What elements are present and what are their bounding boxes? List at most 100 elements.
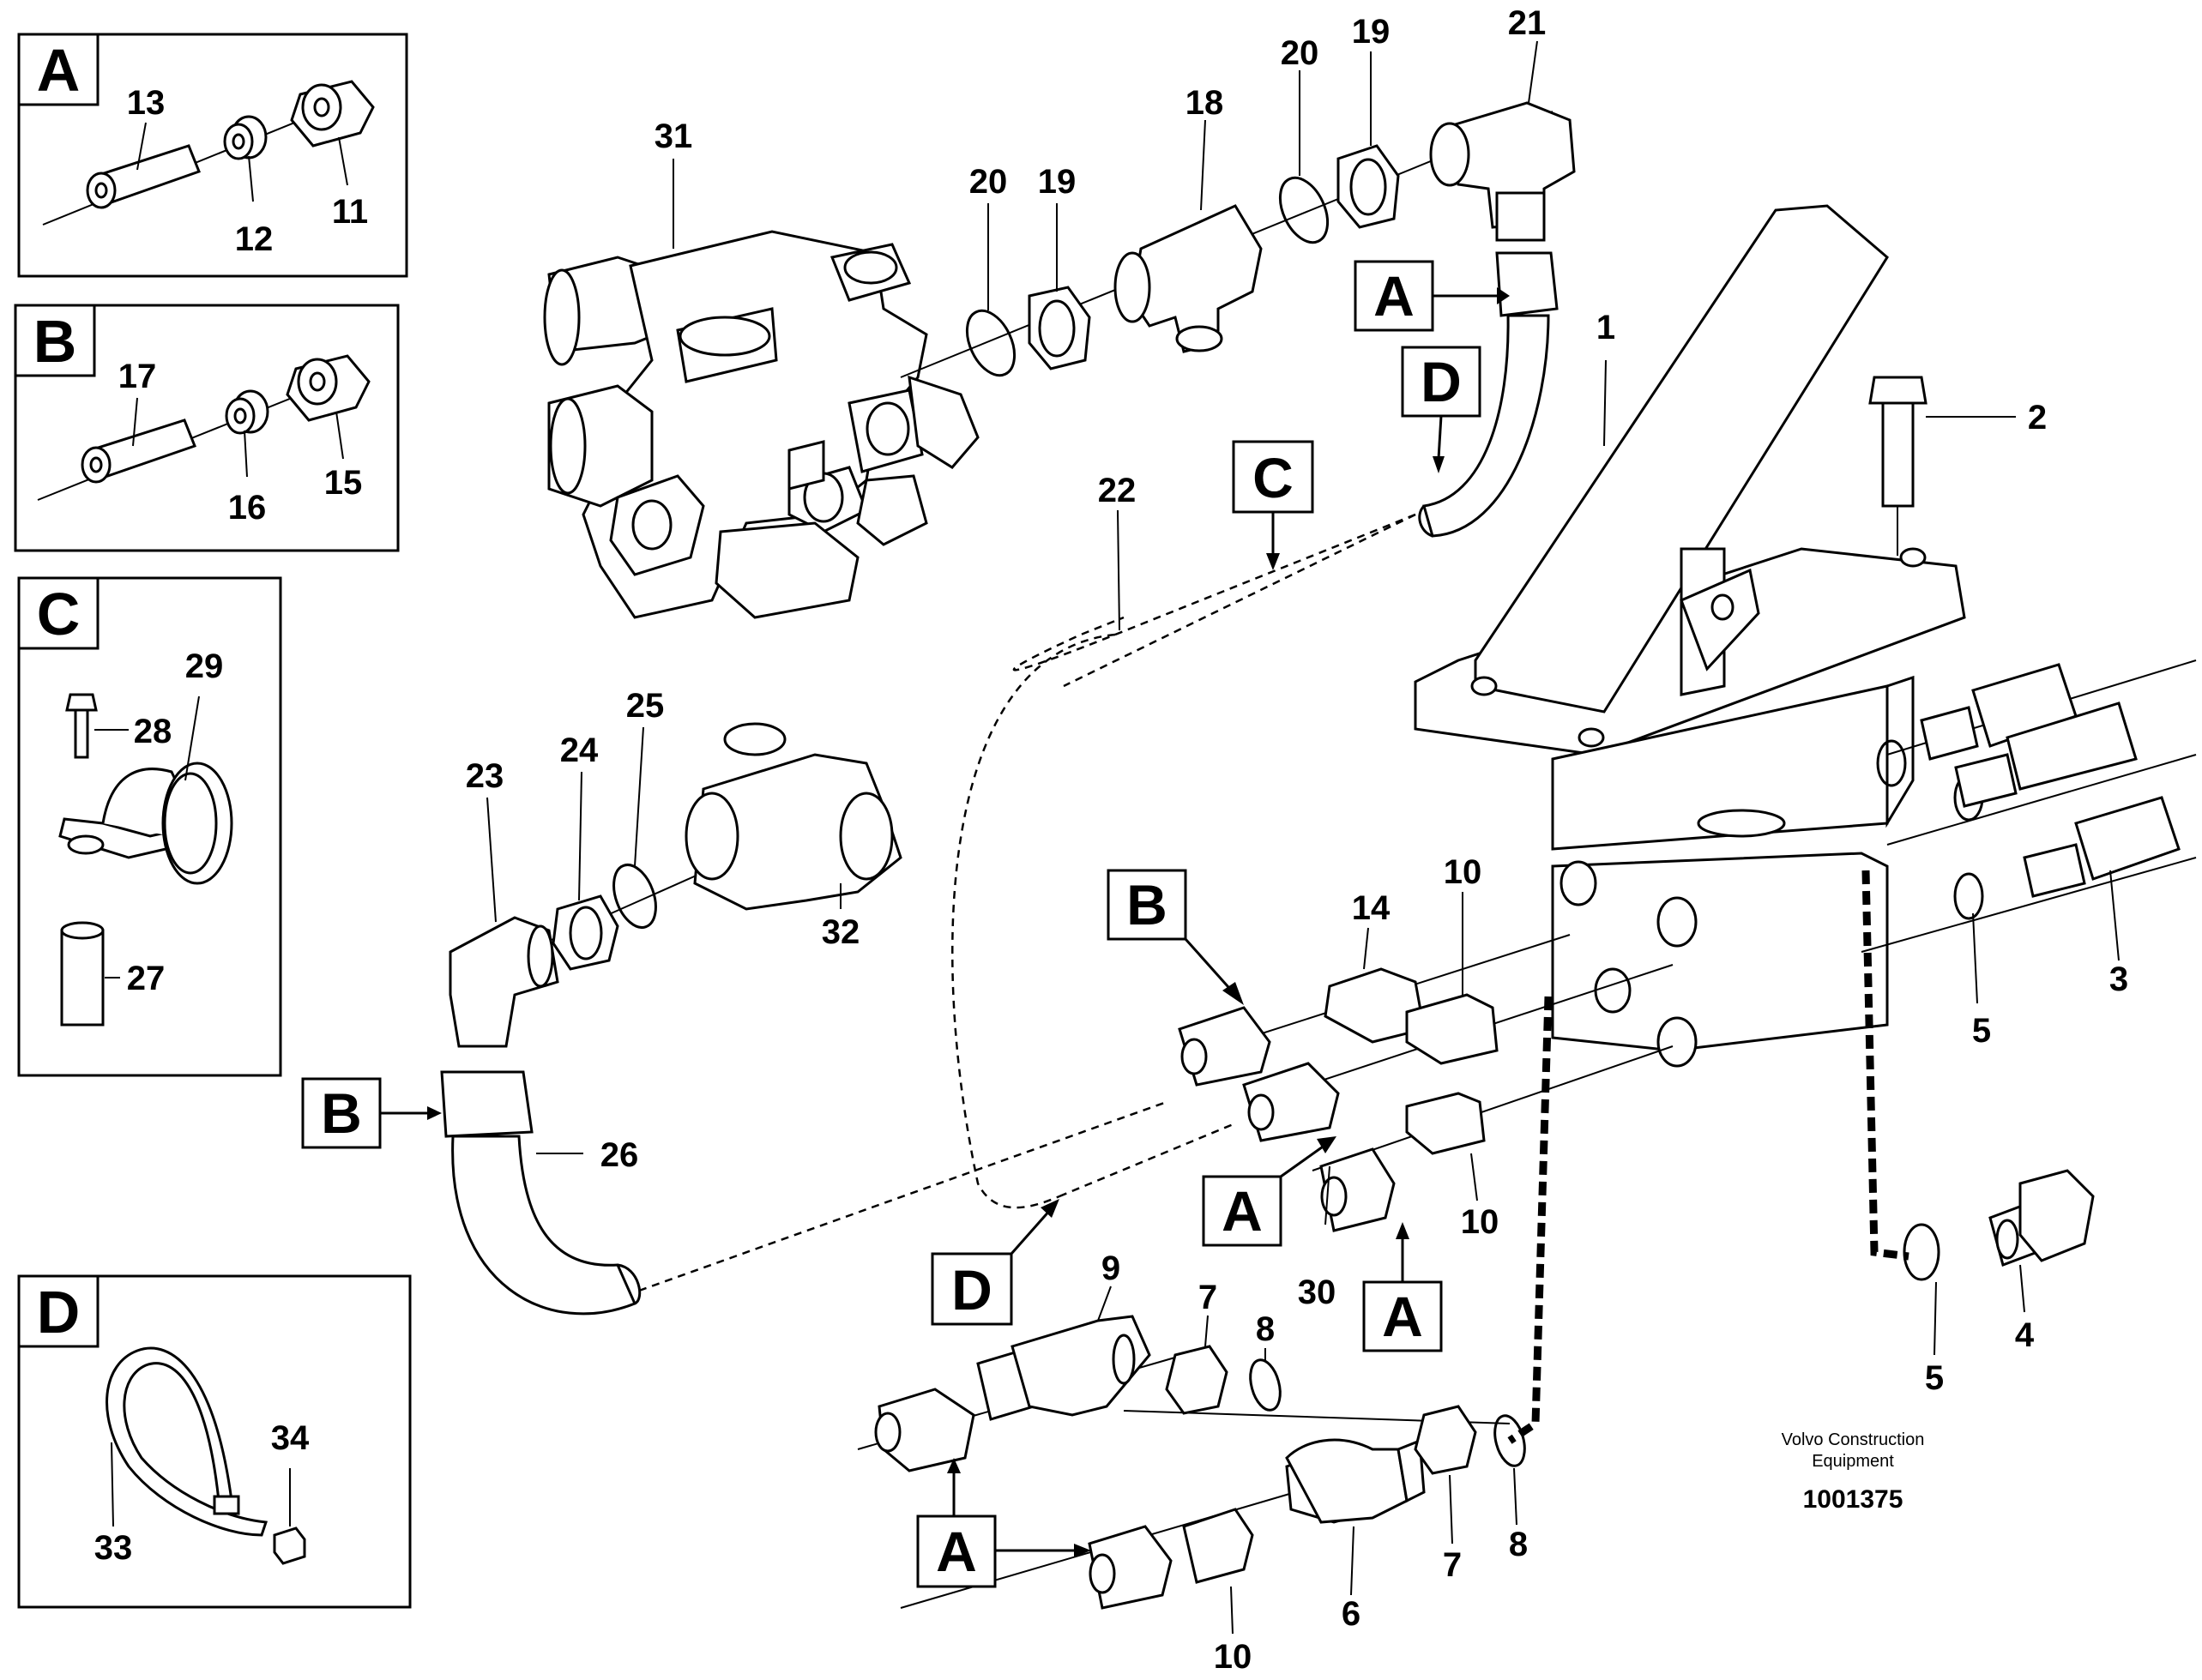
o-ring-20-upper [1278, 176, 1330, 244]
label-18: 18 [1185, 84, 1224, 122]
label-19-upper: 19 [1352, 13, 1391, 51]
label-10-middle: 10 [1461, 1203, 1499, 1241]
leader-18 [1200, 119, 1206, 211]
label-8-upper: 8 [1256, 1310, 1275, 1348]
inset-a-sleeve [223, 115, 268, 160]
label-15: 15 [324, 464, 363, 502]
callout-a-bottom-left-letter: A [936, 1520, 977, 1583]
label-24: 24 [560, 732, 599, 769]
label-1: 1 [1596, 309, 1615, 346]
dashed-b-link [638, 1100, 1167, 1292]
callout-b-left: B [301, 1077, 442, 1149]
inset-c-clamp [58, 762, 233, 885]
leader-10-bottom [1230, 1586, 1234, 1635]
inset-b-tube [81, 418, 196, 484]
thick-dash-right [1861, 870, 1909, 1261]
leader-21 [1528, 40, 1538, 104]
elbow-21 [1429, 101, 1576, 242]
leader-3 [2109, 870, 2120, 961]
o-ring-20-lower [965, 309, 1017, 377]
label-11: 11 [332, 193, 368, 231]
label-6: 6 [1342, 1595, 1360, 1633]
label-7-upper: 7 [1198, 1279, 1217, 1316]
relay-valve-31 [543, 230, 980, 619]
nut-24 [552, 894, 619, 971]
bolt-2 [1868, 376, 1928, 508]
plug-4 [1903, 1169, 2095, 1281]
leader-25 [634, 726, 644, 867]
label-14: 14 [1352, 889, 1391, 927]
callout-a-bottom-right-letter: A [1382, 1285, 1423, 1348]
label-22: 22 [1098, 472, 1137, 509]
cock-32 [685, 722, 902, 911]
inset-d-base [273, 1526, 306, 1565]
label-10-top: 10 [1444, 853, 1482, 891]
inset-b-nut [286, 354, 371, 422]
leader-14 [1363, 927, 1369, 970]
leader-6 [1350, 1526, 1354, 1596]
leader-10-middle [1470, 1153, 1478, 1201]
inset-d-cable-tie [106, 1346, 268, 1537]
credit-line-1: Volvo Construction [1782, 1430, 1925, 1449]
label-2: 2 [2028, 399, 2047, 437]
label-17: 17 [118, 358, 157, 395]
tee-18 [1113, 204, 1263, 353]
label-33: 33 [94, 1529, 133, 1567]
leader-9 [1097, 1286, 1112, 1322]
label-30: 30 [1298, 1274, 1336, 1311]
label-20-upper: 20 [1281, 34, 1319, 72]
front-fittings [1178, 934, 1674, 1232]
callout-d-upper: D [1401, 346, 1481, 473]
inset-a-letter: A [37, 37, 81, 104]
callout-b-left-letter: B [321, 1081, 362, 1145]
inset-d: D 33 34 [17, 1274, 412, 1609]
credit-line-2: Equipment [1812, 1452, 1894, 1471]
inset-d-letter: D [37, 1279, 81, 1346]
foot-pedal-valve [1414, 204, 1966, 851]
label-26: 26 [600, 1136, 639, 1174]
label-29: 29 [185, 647, 224, 685]
inset-c-bolt [65, 693, 98, 759]
inset-c-letter: C [37, 581, 81, 647]
callout-a-bottom-left: A [916, 1458, 1091, 1588]
inset-b-letter: B [33, 308, 77, 375]
thick-dash-left [1507, 996, 1553, 1444]
label-10-bottom: 10 [1214, 1638, 1252, 1676]
callout-c-middle: C [1232, 440, 1314, 570]
label-16: 16 [228, 489, 267, 527]
leader-5-bottom [1934, 1281, 1937, 1356]
dashed-c-link [1063, 513, 1416, 688]
label-21: 21 [1508, 4, 1547, 42]
label-31: 31 [655, 117, 693, 155]
leader-23 [486, 797, 497, 923]
label-13: 13 [127, 84, 166, 122]
label-27: 27 [127, 960, 166, 997]
document-number: 1001375 [1803, 1485, 1903, 1514]
callout-a-upper: A [1354, 260, 1510, 332]
nut-19-upper [1336, 144, 1400, 229]
callout-a-front: A [1202, 1136, 1336, 1247]
leader-30 [1324, 1165, 1330, 1225]
leader-5-right [1972, 912, 1978, 1004]
label-19-lower: 19 [1038, 163, 1077, 201]
bottom-assembly [857, 1315, 1526, 1610]
label-5-right: 5 [1972, 1012, 1991, 1050]
callout-a-upper-letter: A [1373, 264, 1415, 328]
leader-7-lower [1449, 1474, 1453, 1545]
valve-body-block [1551, 852, 1889, 1068]
callout-d-middle-letter: D [951, 1258, 992, 1322]
elbow-23 [449, 916, 559, 1048]
label-28: 28 [134, 713, 172, 750]
label-25: 25 [626, 687, 665, 725]
label-9: 9 [1101, 1249, 1120, 1287]
label-20-lower: 20 [969, 163, 1008, 201]
inset-a: A 13 12 11 [17, 33, 408, 278]
leader-22 [1117, 509, 1120, 631]
o-ring-25 [612, 864, 657, 929]
label-7-lower: 7 [1443, 1546, 1462, 1584]
label-34: 34 [271, 1419, 310, 1457]
label-23: 23 [466, 757, 504, 795]
leader-24 [578, 771, 582, 901]
inset-b-sleeve [225, 389, 269, 435]
